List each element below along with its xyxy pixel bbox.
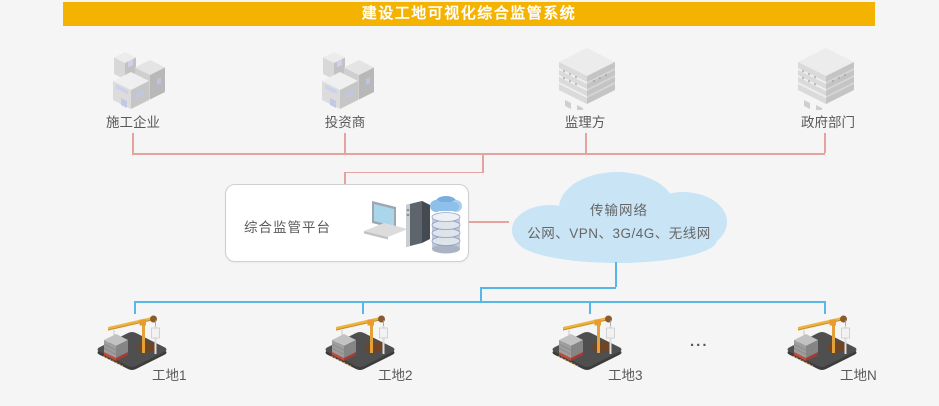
stakeholder-bus-line	[132, 153, 825, 155]
connector-line	[344, 133, 346, 153]
connector-line	[480, 287, 482, 301]
site-label-3: 工地3	[608, 368, 643, 383]
connector-line	[134, 301, 136, 314]
connector-line	[824, 301, 826, 314]
site-label-2: 工地2	[378, 368, 413, 383]
platform-to-cloud-line	[469, 221, 509, 223]
office-building-icon	[551, 44, 623, 110]
network-title: 传输网络	[590, 203, 648, 218]
laptop-server-database-icon	[362, 191, 463, 257]
factory-building-icon	[103, 48, 175, 112]
office-building-icon	[790, 44, 862, 110]
connector-line	[824, 133, 826, 153]
connector-line	[132, 133, 134, 153]
platform-panel: 综合监管平台	[225, 184, 469, 262]
stakeholder-label-supervisor: 监理方	[564, 115, 606, 130]
site-label-1: 工地1	[152, 368, 187, 383]
page-title: 建设工地可视化综合监管系统	[63, 2, 875, 26]
cloud-drop-line	[615, 262, 617, 287]
site-bus-line	[134, 301, 826, 303]
connector-line	[344, 171, 483, 173]
site-label-n: 工地N	[840, 368, 877, 383]
connector-line	[344, 171, 346, 185]
connector-line	[362, 301, 364, 314]
platform-label: 综合监管平台	[244, 220, 331, 235]
connector-line	[480, 287, 616, 289]
connector-line	[589, 301, 591, 314]
more-sites-ellipsis: ...	[690, 333, 709, 350]
stakeholder-label-construction-enterprise: 施工企业	[106, 115, 160, 130]
connector-line	[482, 153, 484, 173]
stakeholder-label-government: 政府部门	[801, 115, 855, 130]
network-cloud-shape	[505, 166, 733, 266]
factory-building-icon	[312, 48, 384, 112]
network-subtitle: 公网、VPN、3G/4G、无线网	[527, 226, 711, 241]
connector-line	[585, 133, 587, 153]
stakeholder-label-investor: 投资商	[324, 115, 366, 130]
